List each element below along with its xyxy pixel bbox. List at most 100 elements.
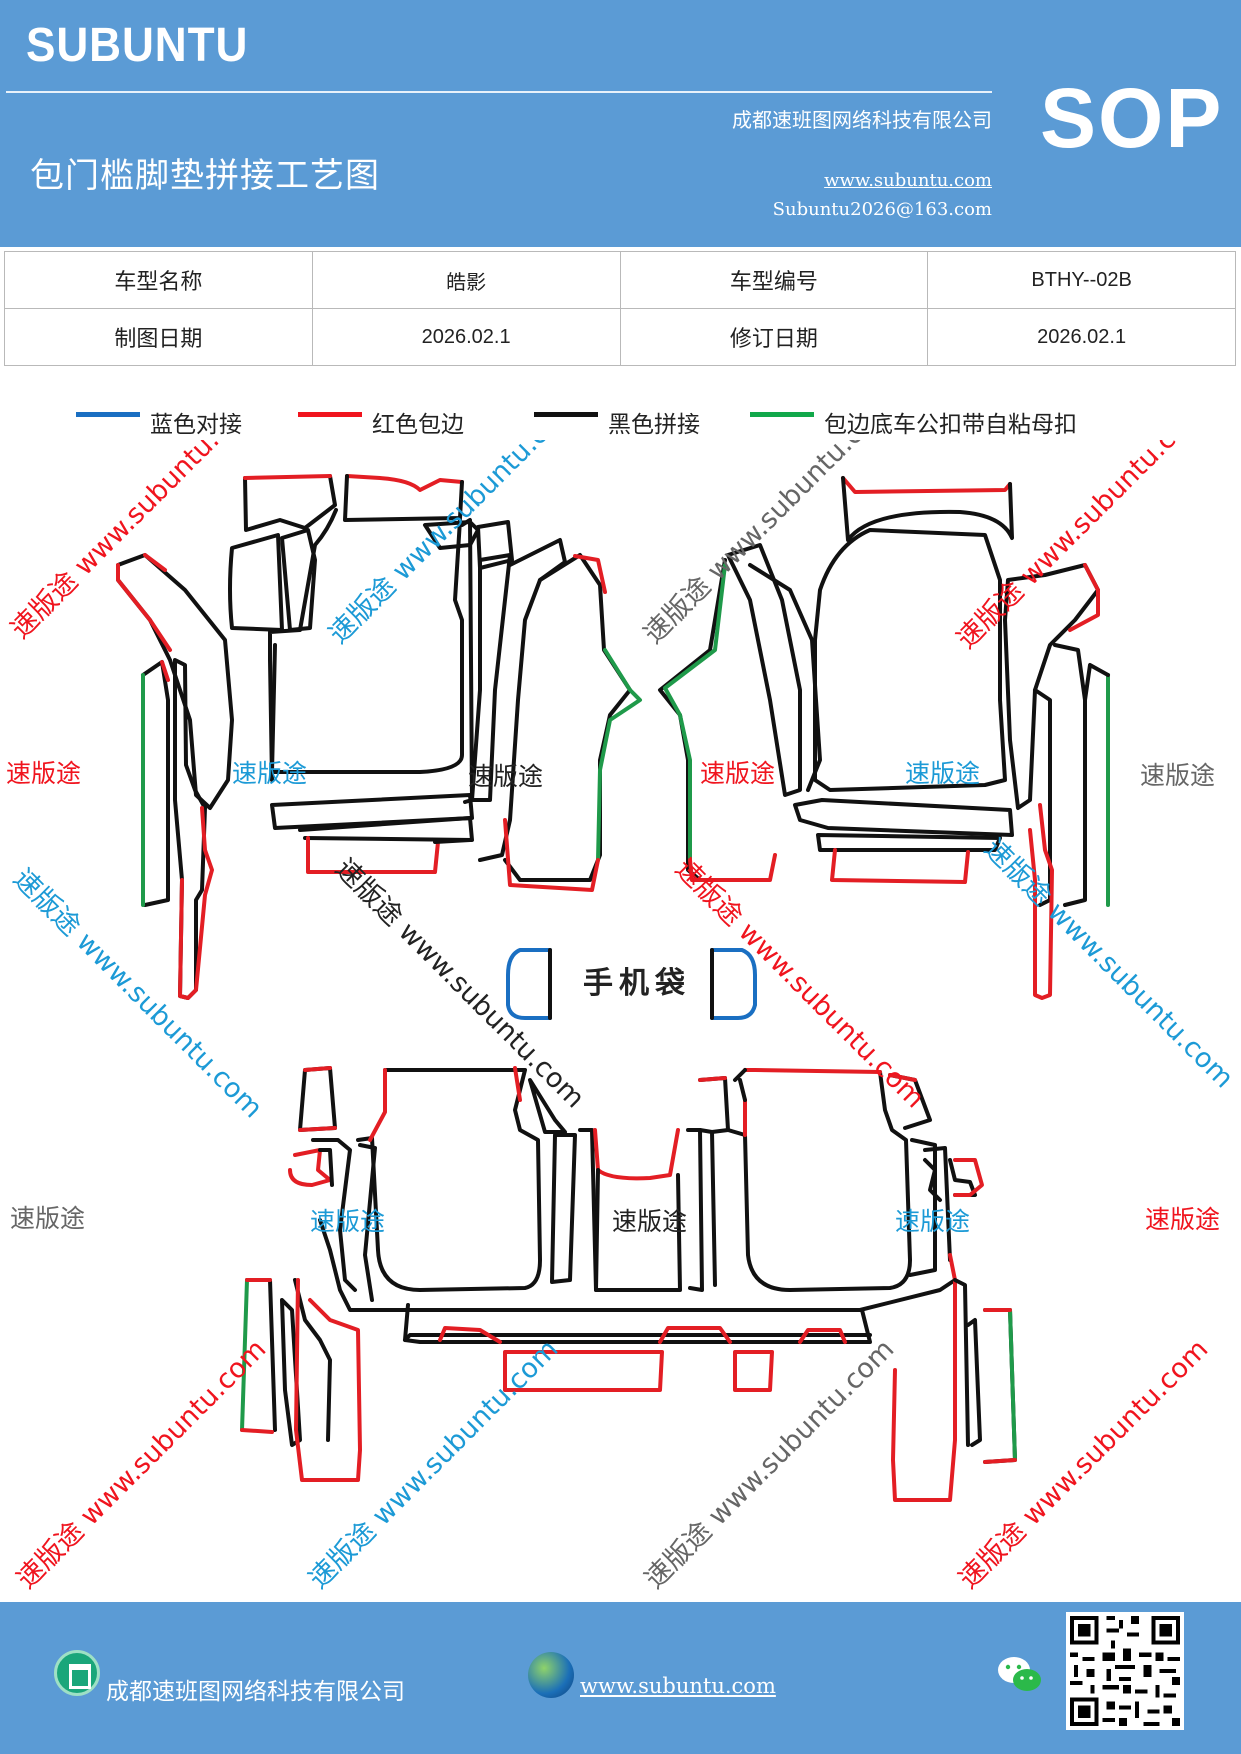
mat-piece xyxy=(658,1326,732,1344)
mat-piece xyxy=(116,563,172,652)
footer-company-name: 成都速班图网络科技有限公司 xyxy=(106,1679,405,1705)
mat-piece xyxy=(793,798,1014,837)
mat-piece xyxy=(573,554,607,594)
mat-piece xyxy=(733,1068,747,1102)
wechat-icon[interactable] xyxy=(996,1654,1044,1696)
footer-website-link[interactable]: www.subuntu.com xyxy=(580,1674,776,1698)
footer-banner: 成都速班图网络科技有限公司 www.subuntu.com xyxy=(0,1602,1241,1754)
watermark-label: 速版途 xyxy=(6,759,81,788)
mat-piece xyxy=(268,508,338,782)
mat-piece xyxy=(983,1308,1017,1464)
diagonal-watermark: 速版途 www.subuntu.com xyxy=(669,853,930,1114)
mat-piece xyxy=(228,533,284,632)
mat-piece xyxy=(311,1138,357,1292)
legend-label: 包边底车公扣带自粘母扣 xyxy=(824,412,1077,438)
mat-piece xyxy=(1008,1308,1017,1462)
diagonal-watermark: 速版途 www.subuntu.com xyxy=(953,1334,1214,1595)
mat-piece xyxy=(698,1076,727,1082)
mat-piece xyxy=(345,474,464,492)
mat-piece xyxy=(888,1073,917,1082)
mat-piece xyxy=(726,1070,912,1292)
mat-piece xyxy=(550,1133,577,1284)
rear-mat-group xyxy=(240,1066,1017,1502)
diagonal-watermark: 速版途 www.subuntu.com xyxy=(638,440,899,650)
model-name-value: 皓影 xyxy=(311,251,621,309)
watermark-label: 速版途 xyxy=(1145,1205,1220,1234)
mat-piece xyxy=(178,806,214,1000)
mat-piece xyxy=(270,518,464,774)
mat-piece xyxy=(470,553,512,802)
mat-piece xyxy=(303,1066,332,1072)
model-code-value: BTHY--02B xyxy=(927,251,1236,309)
mat-piece xyxy=(688,853,777,882)
mat-piece xyxy=(356,1068,542,1292)
mat-piece xyxy=(948,1158,977,1197)
legend-swatch-red xyxy=(298,412,362,417)
mat-piece xyxy=(318,1218,957,1312)
mat-piece xyxy=(663,563,727,862)
legend-label: 黑色拼接 xyxy=(608,412,700,438)
table-row: 车型名称 皓影 车型编号 BTHY--02B xyxy=(4,251,1236,309)
mat-piece xyxy=(403,1303,872,1344)
sop-badge: SOP xyxy=(1040,71,1224,165)
phone-pocket-left xyxy=(506,948,552,1020)
phone-pocket-group: 手机袋 xyxy=(506,948,757,1020)
mat-piece xyxy=(141,660,170,907)
mat-piece xyxy=(240,1278,249,1432)
diagonal-watermark: 速版途 www.subuntu.com xyxy=(11,1334,272,1595)
mat-piece xyxy=(503,1350,664,1392)
watermark-label: 速版途 xyxy=(905,759,980,788)
mat-piece xyxy=(813,528,1007,792)
brand-logo: SUBUNTU xyxy=(26,19,249,72)
globe-icon xyxy=(528,1652,574,1698)
mat-piece xyxy=(503,818,600,892)
diagonal-watermark: 速版途 www.subuntu.com xyxy=(5,440,266,645)
mat-piece xyxy=(243,474,337,532)
legend-label: 红色包边 xyxy=(372,412,464,438)
mat-piece xyxy=(160,660,170,682)
mat-piece xyxy=(923,1146,952,1262)
diagonal-watermark-group: 速版途 www.subuntu.com 速版途 www.subuntu.com … xyxy=(5,440,1239,1595)
mat-piece xyxy=(1053,643,1087,907)
watermark-label: 速版途 xyxy=(700,759,775,788)
mat-piece xyxy=(1003,563,1100,810)
revise-date-value: 2026.02.1 xyxy=(927,308,1236,366)
mat-piece xyxy=(733,1350,774,1392)
mat-piece xyxy=(294,1278,362,1482)
vehicle-info-table: 车型名称 皓影 车型编号 BTHY--02B 制图日期 2026.02.1 修订… xyxy=(4,251,1236,366)
mat-piece xyxy=(748,563,822,792)
mat-piece xyxy=(343,474,464,522)
mat-piece xyxy=(743,1068,882,1074)
mat-piece xyxy=(841,476,1014,542)
mat-piece xyxy=(298,816,474,842)
website-link[interactable]: www.subuntu.com xyxy=(824,170,992,191)
mat-piece xyxy=(478,538,567,862)
mat-piece xyxy=(293,1278,332,1442)
mat-piece xyxy=(966,1318,982,1447)
mat-piece xyxy=(243,474,332,480)
mat-piece xyxy=(433,838,472,844)
watermark-label: 速版途 xyxy=(232,759,307,788)
mat-piece xyxy=(830,848,970,884)
mat-piece xyxy=(288,1148,332,1187)
watermark-label: 速版途 xyxy=(310,1207,385,1236)
table-row: 制图日期 2026.02.1 修订日期 2026.02.1 xyxy=(4,308,1236,366)
mat-piece xyxy=(368,1068,387,1142)
mat-piece xyxy=(143,553,167,572)
mat-piece xyxy=(1033,688,1052,907)
mat-piece xyxy=(528,1078,567,1134)
mat-piece xyxy=(306,836,440,874)
qr-code-image xyxy=(1066,1612,1184,1730)
watermark-group: 速版途 速版途 速版途 速版途 速版途 速版途 速版途 速版途 速版途 速版途 … xyxy=(6,759,1220,1236)
mat-piece xyxy=(891,1253,957,1502)
legend-swatch-blue xyxy=(76,412,140,417)
header-divider xyxy=(6,91,992,93)
legend-swatch-black xyxy=(534,412,598,417)
mat-piece xyxy=(593,1128,680,1181)
mat-piece xyxy=(1083,663,1110,702)
mat-piece xyxy=(298,1066,337,1132)
mat-piece xyxy=(908,1138,937,1277)
legend-label: 蓝色对接 xyxy=(150,412,242,438)
mat-piece xyxy=(438,1326,502,1344)
front-right-mat-group xyxy=(658,476,1110,1000)
